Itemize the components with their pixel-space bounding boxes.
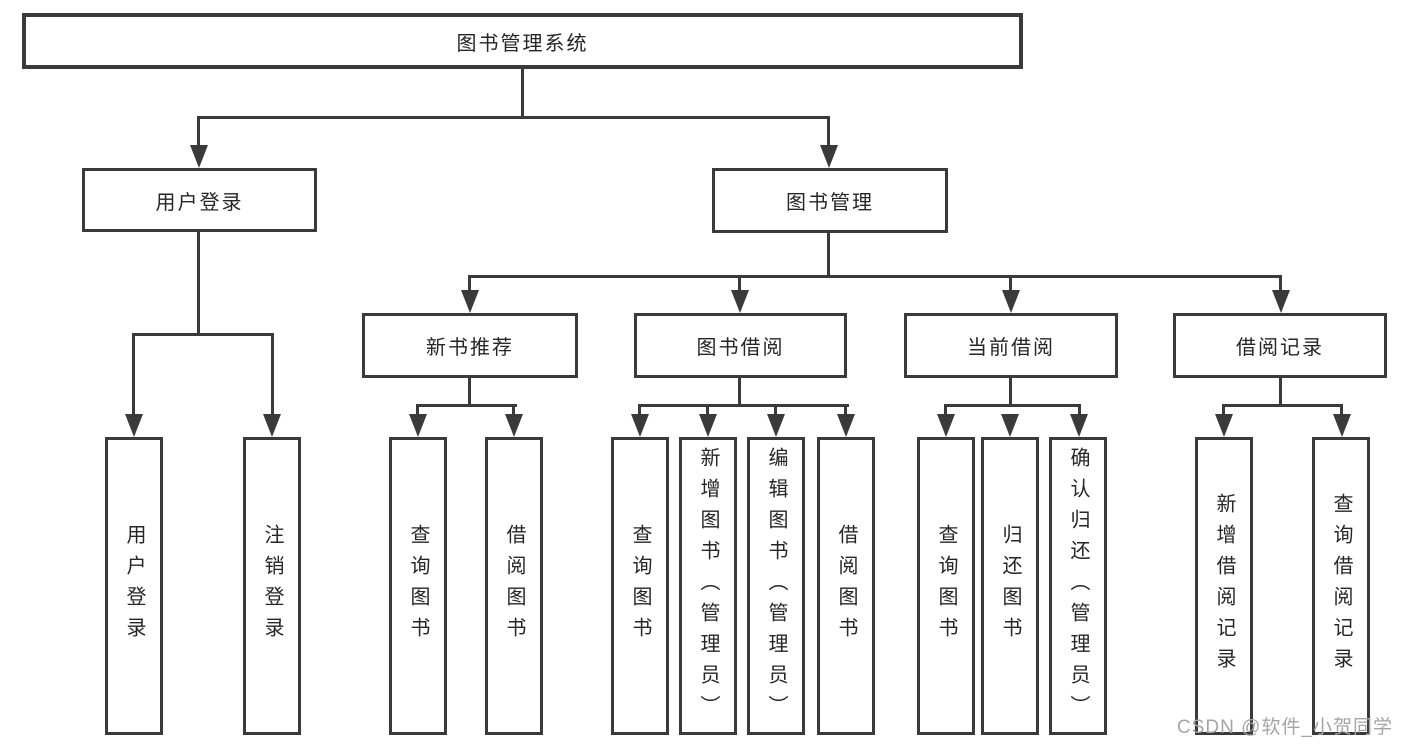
node-current-borrowing: 当前借阅 (904, 313, 1118, 378)
node-library-management-system: 图书管理系统 (22, 13, 1023, 69)
connector-line (521, 69, 524, 117)
node-book-management: 图书管理 (712, 168, 948, 233)
node-borrowing-records: 借阅记录 (1173, 313, 1387, 378)
connector-line (706, 404, 709, 414)
node-label: 新书推荐 (426, 337, 514, 359)
leaf-label: 确认归还（管理员） (1067, 446, 1089, 726)
connector-line (132, 333, 135, 414)
connector-line (468, 275, 471, 292)
arrowhead-down-icon (699, 414, 717, 437)
connector-line (944, 404, 1081, 407)
arrowhead-down-icon (1272, 290, 1290, 313)
arrowhead-down-icon (1070, 414, 1088, 437)
connector-line (512, 404, 515, 414)
connector-line (197, 116, 200, 146)
node-user-login: 用户登录 (82, 168, 317, 232)
node-label: 当前借阅 (967, 337, 1055, 359)
arrowhead-down-icon (190, 145, 208, 168)
leaf-label: 新增图书（管理员） (697, 446, 719, 726)
leaf-label: 查询借阅记录 (1330, 493, 1352, 679)
leaf-logout: 注销登录 (243, 437, 301, 735)
arrowhead-down-icon (767, 414, 785, 437)
leaf-label: 借阅图书 (835, 524, 857, 648)
connector-line (1078, 404, 1081, 414)
connector-line (827, 116, 830, 146)
connector-line (774, 404, 777, 414)
arrowhead-down-icon (731, 290, 749, 313)
leaf-label: 查询图书 (935, 524, 957, 648)
leaf-user-login: 用户登录 (105, 437, 163, 735)
connector-line (1340, 404, 1343, 414)
node-label: 用户登录 (155, 191, 244, 214)
node-label: 图书管理系统 (456, 32, 589, 55)
connector-line (197, 116, 830, 119)
connector-line (844, 404, 847, 414)
node-label: 图书借阅 (696, 337, 785, 359)
leaf-return-books: 归还图书 (981, 437, 1039, 735)
leaf-query-books-current: 查询图书 (917, 437, 975, 735)
leaf-label: 编辑图书（管理员） (765, 446, 787, 726)
arrowhead-down-icon (1215, 414, 1233, 437)
arrowhead-down-icon (263, 414, 281, 437)
leaf-confirm-return-admin: 确认归还（管理员） (1049, 437, 1107, 735)
leaf-borrow-books-recommend: 借阅图书 (485, 437, 543, 735)
connector-line (1279, 275, 1282, 292)
node-label: 借阅记录 (1236, 337, 1324, 359)
connector-line (1009, 378, 1012, 406)
connector-line (416, 404, 517, 407)
connector-line (638, 404, 849, 407)
leaf-label: 归还图书 (999, 524, 1021, 648)
connector-line (1009, 275, 1012, 292)
arrowhead-down-icon (461, 290, 479, 313)
connector-line (1222, 404, 1343, 407)
watermark: CSDN @软件_小贺同学 (1177, 717, 1393, 738)
connector-line (132, 333, 274, 336)
leaf-borrow-books-borrowing: 借阅图书 (817, 437, 875, 735)
leaf-label: 查询图书 (629, 524, 651, 648)
leaf-label: 新增借阅记录 (1213, 493, 1235, 679)
leaf-label: 用户登录 (123, 524, 145, 648)
leaf-query-books-borrowing: 查询图书 (611, 437, 669, 735)
connector-line (738, 378, 741, 406)
arrowhead-down-icon (1333, 414, 1351, 437)
connector-line (416, 404, 419, 414)
connector-line (1222, 404, 1225, 414)
arrowhead-down-icon (631, 414, 649, 437)
connector-line (827, 233, 830, 277)
leaf-add-book-admin: 新增图书（管理员） (679, 437, 737, 735)
node-new-book-recommendation: 新书推荐 (362, 313, 578, 378)
arrowhead-down-icon (837, 414, 855, 437)
arrowhead-down-icon (820, 145, 838, 168)
leaf-query-books-recommend: 查询图书 (389, 437, 447, 735)
connector-line (197, 232, 200, 335)
arrowhead-down-icon (125, 414, 143, 437)
leaf-query-borrow-record: 查询借阅记录 (1312, 437, 1370, 735)
leaf-add-borrow-record: 新增借阅记录 (1195, 437, 1253, 735)
leaf-edit-book-admin: 编辑图书（管理员） (747, 437, 805, 735)
leaf-label: 借阅图书 (503, 524, 525, 648)
connector-line (1279, 378, 1282, 406)
arrowhead-down-icon (1002, 290, 1020, 313)
connector-line (468, 378, 471, 406)
connector-line (638, 404, 641, 414)
node-label: 图书管理 (786, 192, 874, 214)
arrowhead-down-icon (409, 414, 427, 437)
arrowhead-down-icon (937, 414, 955, 437)
leaf-label: 查询图书 (407, 524, 429, 648)
node-book-borrowing: 图书借阅 (634, 313, 847, 378)
connector-line (944, 404, 947, 414)
connector-line (468, 275, 1282, 278)
arrowhead-down-icon (1001, 414, 1019, 437)
arrowhead-down-icon (505, 414, 523, 437)
connector-line (738, 275, 741, 292)
leaf-label: 注销登录 (261, 524, 283, 648)
connector-line (271, 333, 274, 414)
